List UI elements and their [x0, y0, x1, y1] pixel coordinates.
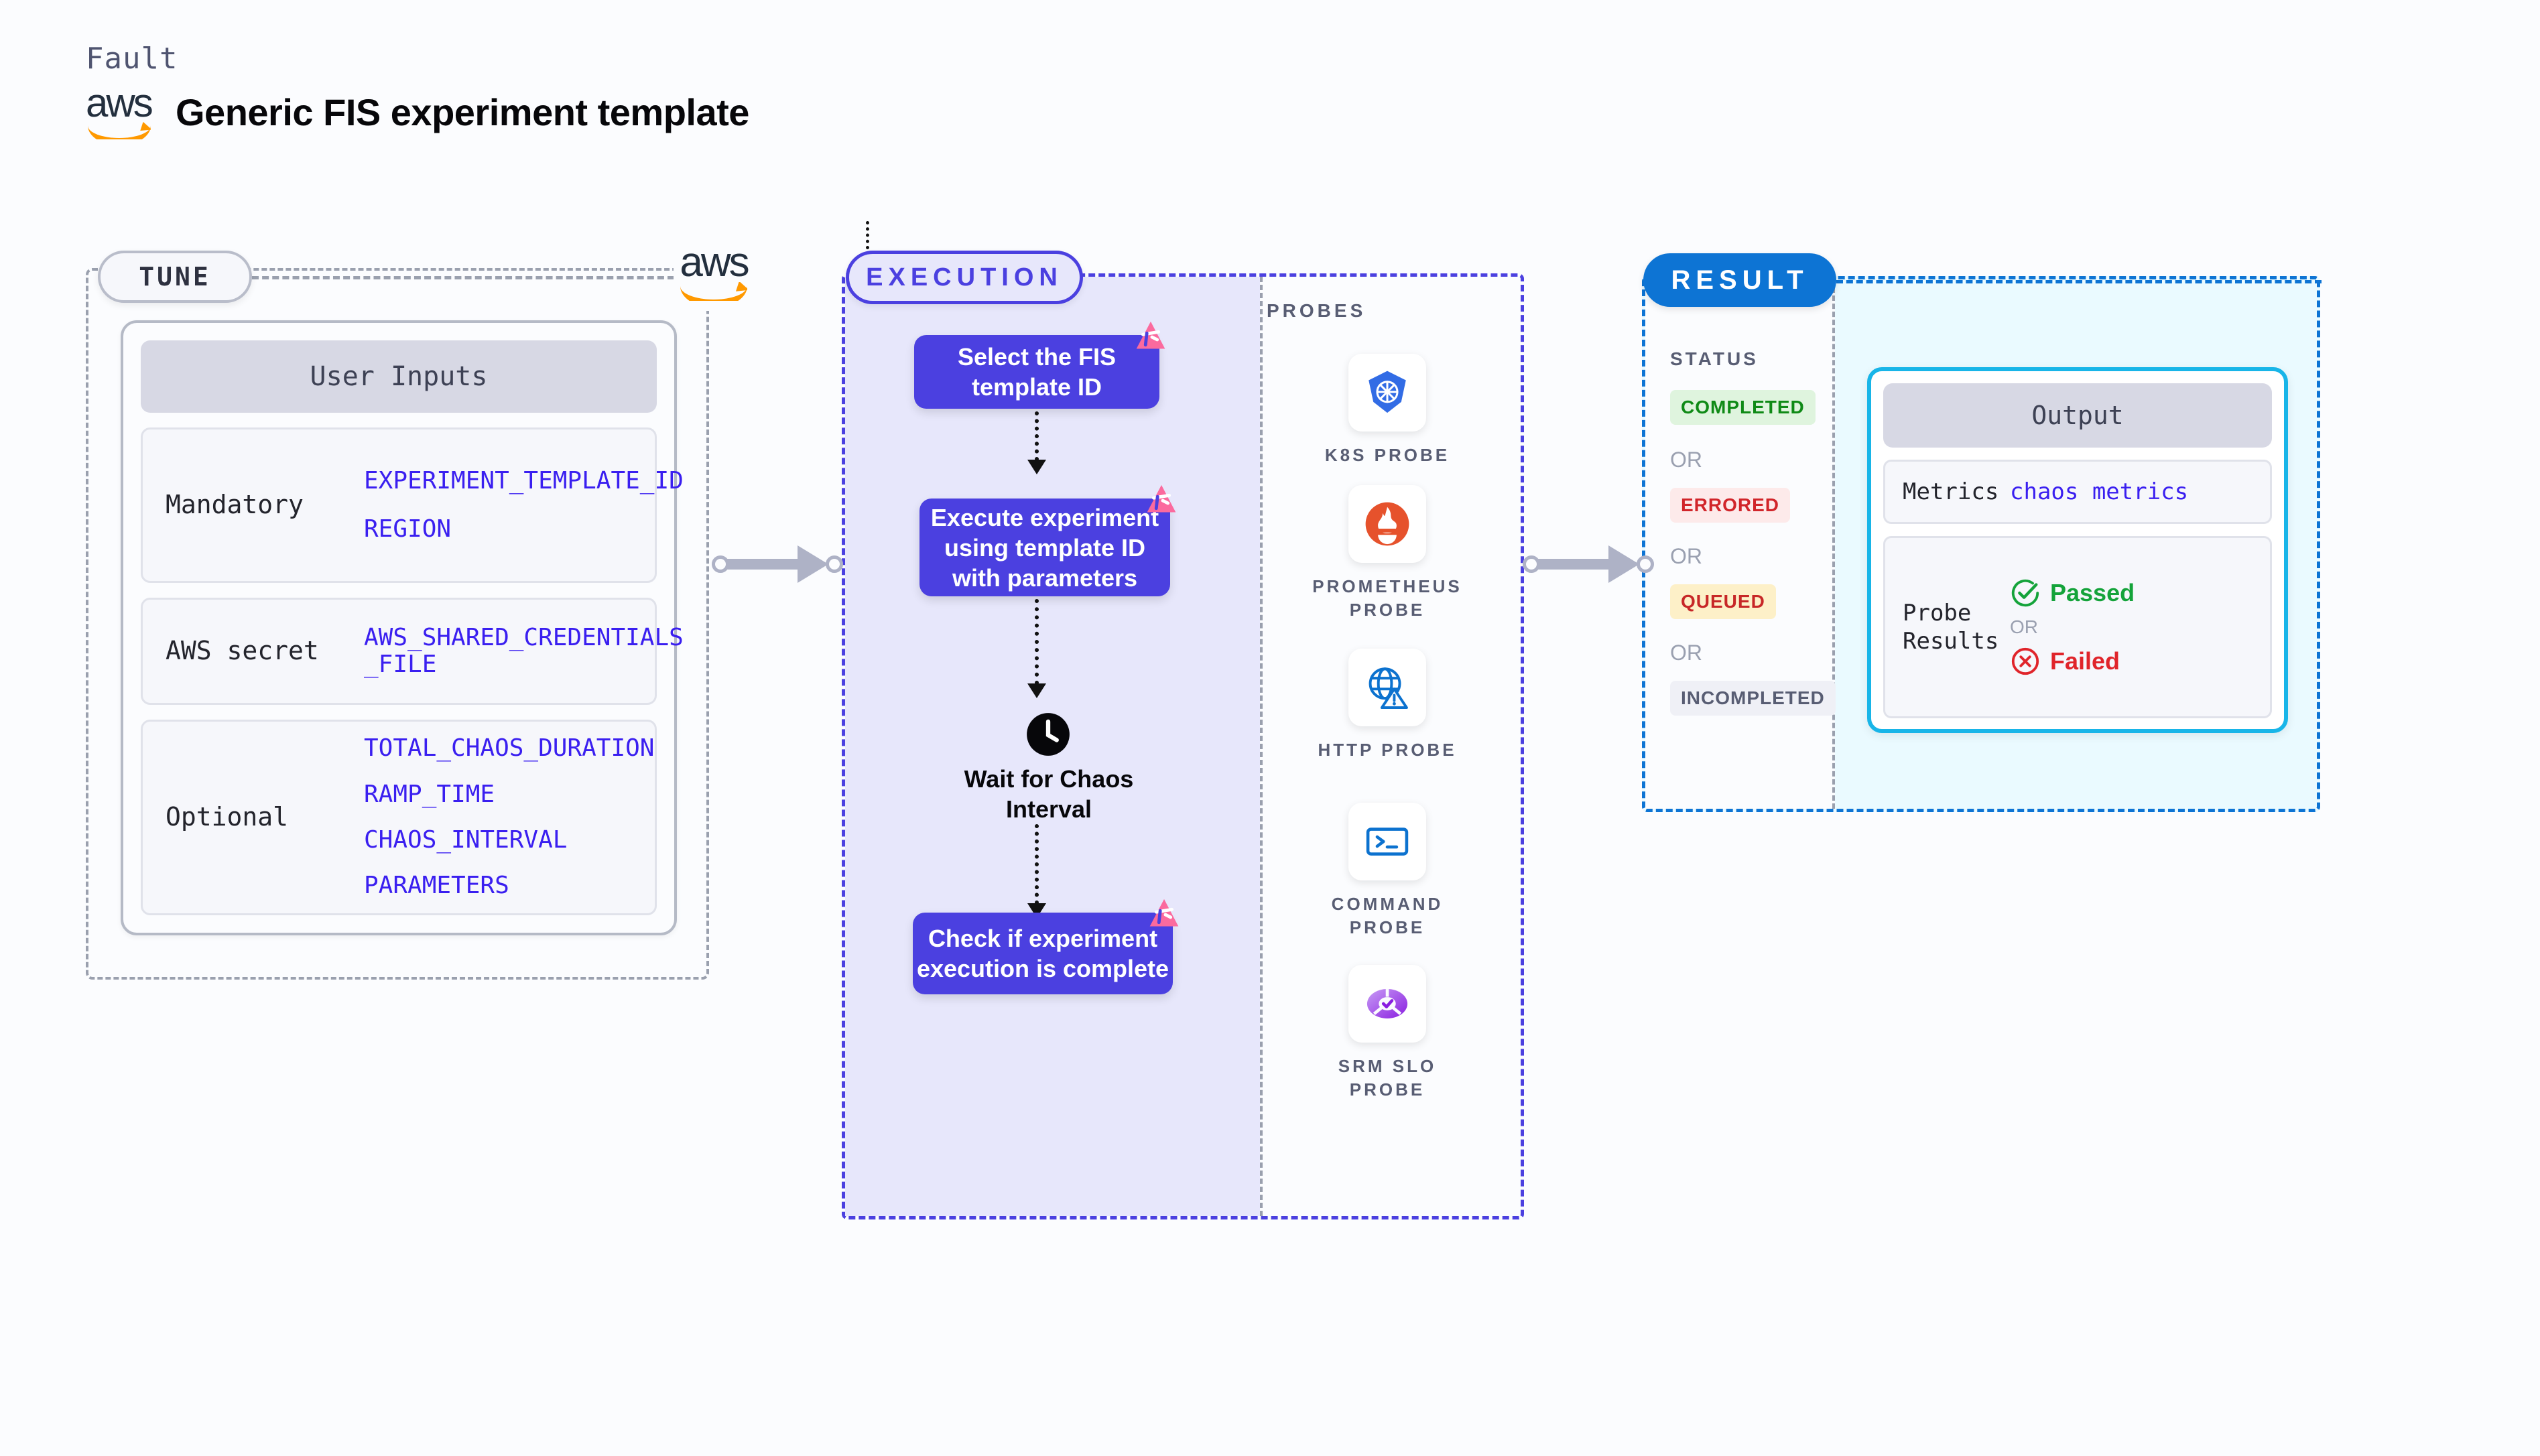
probe-result-passed: Passed [2010, 578, 2135, 608]
status-or-1: OR [1670, 448, 1702, 472]
output-probe-results-label: Probe Results [1903, 599, 1999, 655]
execution-top-stub [866, 221, 869, 249]
probes-divider [1260, 277, 1263, 1216]
probe-result-failed: Failed [2010, 646, 2135, 677]
tune-value: AWS_SHARED_CREDENTIALS _FILE [364, 623, 684, 678]
probe-k8s[interactable]: K8S PROBE [1300, 354, 1474, 467]
probe-icon-wrap [1348, 803, 1426, 880]
probe-label: COMMAND PROBE [1331, 894, 1444, 938]
litmus-chaos-icon [1149, 899, 1179, 927]
kicker-label: Fault [86, 42, 178, 76]
probe-icon-wrap [1348, 965, 1426, 1043]
probe-label: HTTP PROBE [1318, 740, 1457, 760]
page-title: Generic FIS experiment template [176, 90, 749, 133]
probe-label: SRM SLO PROBE [1338, 1056, 1437, 1100]
tune-group-label: Optional [166, 802, 289, 832]
flow-arrow-1 [1035, 411, 1039, 461]
connector-tune-to-execution [712, 544, 846, 584]
output-metrics-row: Metrics chaos metrics [1883, 460, 2272, 524]
tune-group-label: AWS secret [166, 636, 319, 666]
aws-badge-icon: aws [674, 236, 754, 311]
tune-value: RAMP_TIME [364, 780, 495, 808]
probe-icon-wrap [1348, 485, 1426, 563]
flow-arrow-2 [1035, 599, 1039, 685]
aws-smile-icon [88, 122, 151, 139]
execution-stage-pill[interactable]: EXECUTION [846, 251, 1083, 304]
status-or-3: OR [1670, 641, 1702, 665]
probe-label: K8S PROBE [1324, 445, 1450, 465]
status-badge-incompleted: INCOMPLETED [1670, 681, 1836, 716]
prometheus-icon [1365, 502, 1409, 546]
probe-command[interactable]: COMMAND PROBE [1300, 803, 1474, 939]
probe-icon-wrap [1348, 649, 1426, 726]
probe-prometheus[interactable]: PROMETHEUS PROBE [1300, 485, 1474, 622]
result-stage-pill[interactable]: RESULT [1643, 253, 1836, 307]
output-title: Output [1883, 383, 2272, 448]
wait-step-label: Wait for Chaos Interval [964, 765, 1134, 823]
tune-value: PARAMETERS [364, 872, 509, 900]
flow-node-label: Execute experiment using template ID wit… [930, 503, 1159, 592]
flow-node-execute-experiment[interactable]: Execute experiment using template ID wit… [919, 484, 1176, 596]
http-globe-icon [1369, 667, 1408, 710]
x-circle-icon [2011, 647, 2039, 675]
page-header: Fault aws Generic FIS experiment templat… [86, 42, 749, 139]
srm-slo-icon [1367, 989, 1408, 1018]
probes-section-title: PROBES [1267, 300, 1367, 321]
kubernetes-icon [1369, 371, 1406, 413]
flow-node-select-template[interactable]: Select the FIS template ID [914, 321, 1165, 409]
user-inputs-card: User Inputs Mandatory EXPERIMENT_TEMPLAT… [121, 320, 684, 935]
user-inputs-title: User Inputs [141, 340, 657, 413]
result-connector-line [1836, 280, 2322, 283]
output-card: Output Metrics chaos metrics Probe Resul… [1867, 367, 2288, 733]
flow-node-label: Select the FIS template ID [957, 343, 1117, 401]
flow-arrow-head-2 [1027, 683, 1046, 698]
status-badge-completed: COMPLETED [1670, 390, 1816, 425]
status-column [1645, 279, 1835, 809]
aws-logo: aws [86, 80, 161, 139]
output-metrics-value[interactable]: chaos metrics [2010, 478, 2189, 505]
probe-result-failed-label: Failed [2050, 647, 2120, 675]
status-badge-errored: ERRORED [1670, 488, 1791, 523]
connector-execution-to-result [1523, 544, 1657, 584]
probe-srm-slo[interactable]: SRM SLO PROBE [1300, 965, 1474, 1102]
tune-connector-line [252, 276, 674, 279]
probe-icon-wrap [1348, 354, 1426, 432]
flow-node-check-completion[interactable]: Check if experiment execution is complet… [913, 899, 1179, 994]
aws-badge-smile-icon [680, 282, 747, 301]
tune-value: CHAOS_INTERVAL [364, 826, 568, 854]
aws-badge-wordmark: aws [680, 239, 749, 285]
check-circle-icon [2011, 579, 2039, 607]
tune-value: REGION [364, 515, 452, 543]
status-badge-queued: QUEUED [1670, 584, 1776, 619]
aws-wordmark: aws [86, 80, 153, 125]
tune-group-mandatory: Mandatory EXPERIMENT_TEMPLATE_ID REGION [141, 427, 684, 583]
probe-http[interactable]: HTTP PROBE [1300, 649, 1474, 762]
tune-stage-pill[interactable]: TUNE [98, 251, 252, 303]
probe-label: PROMETHEUS PROBE [1312, 576, 1462, 620]
tune-group-label: Mandatory [166, 490, 304, 520]
tune-group-optional: Optional TOTAL_CHAOS_DURATION RAMP_TIME … [141, 720, 657, 915]
flow-arrow-3 [1035, 824, 1039, 905]
tune-value: EXPERIMENT_TEMPLATE_ID [364, 466, 684, 494]
status-or-2: OR [1670, 544, 1702, 568]
litmus-chaos-icon [1136, 321, 1165, 349]
tune-group-aws-secret: AWS secret AWS_SHARED_CREDENTIALS _FILE [141, 598, 684, 705]
output-probe-results-row: Probe Results Passed OR Failed [1883, 536, 2272, 718]
flow-arrow-head-1 [1027, 460, 1046, 474]
terminal-icon [1366, 828, 1409, 856]
status-title: STATUS [1670, 348, 1759, 369]
litmus-chaos-icon [1147, 484, 1176, 513]
output-metrics-label: Metrics [1903, 478, 1999, 505]
clock-icon [1027, 713, 1070, 756]
probe-result-or: OR [2010, 616, 2038, 637]
tune-value: TOTAL_CHAOS_DURATION [364, 734, 655, 763]
probe-result-passed-label: Passed [2050, 579, 2135, 606]
flow-node-label: Check if experiment execution is complet… [916, 925, 1169, 982]
